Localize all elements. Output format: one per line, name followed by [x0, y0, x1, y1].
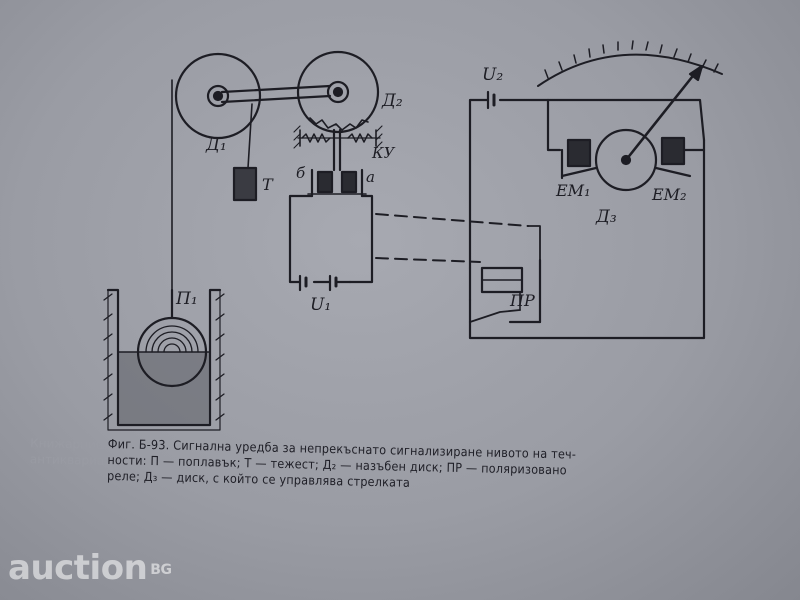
- electromagnet-em1: [560, 138, 598, 180]
- tank: [103, 288, 225, 431]
- ghost-line-1: Книжарница: [30, 436, 112, 452]
- watermark-text: auction: [8, 548, 148, 588]
- label-u2: U₂: [482, 65, 503, 85]
- contact-lever-ku: [293, 125, 383, 172]
- toothed-disk-d2: [296, 50, 380, 134]
- label-u1: U₁: [310, 295, 331, 315]
- weight-cable: [247, 103, 253, 169]
- battery-circuit-u1: [288, 194, 374, 292]
- polarized-relay-pr: [468, 258, 542, 324]
- label-em2: ЕМ₂: [651, 185, 686, 204]
- ghost-line-2: антиквариат: [29, 452, 112, 468]
- label-d3: Д₃: [595, 207, 617, 227]
- label-p1: П₁: [175, 289, 198, 309]
- pointer-needle: [624, 70, 698, 162]
- label-ku: КУ: [371, 144, 396, 162]
- label-em1: ЕМ₁: [555, 181, 590, 200]
- disk-d3: [594, 64, 704, 192]
- label-d1: Д₁: [205, 135, 227, 155]
- faded-stamp-text: Книжарница антиквариат: [29, 435, 112, 469]
- label-d2: Д₂: [381, 91, 403, 111]
- shaft: [220, 84, 332, 104]
- contacts: [307, 168, 367, 198]
- liquid: [119, 352, 209, 424]
- electromagnet-em2: [654, 136, 706, 178]
- label-t: T: [262, 175, 274, 194]
- main-loop: [468, 90, 706, 340]
- weight-t: [232, 166, 258, 202]
- watermark-suffix: BG: [150, 561, 172, 578]
- pulley-d1: [174, 52, 262, 140]
- meter-scale: [537, 40, 723, 87]
- label-a: а: [366, 168, 375, 186]
- label-pr: ПР: [509, 291, 535, 310]
- dashed-signal-lines: [375, 213, 529, 263]
- label-b: б: [296, 164, 306, 182]
